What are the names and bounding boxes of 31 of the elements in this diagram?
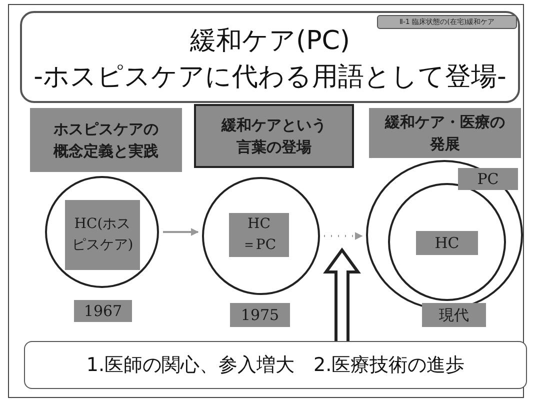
note-text: 1.医師の関心、参入増大 2.医療技術の進歩 xyxy=(86,353,465,378)
label-text: HC(ホスピスケア) xyxy=(70,215,134,255)
label-box xyxy=(229,213,289,257)
arrow xyxy=(324,232,363,240)
title-box xyxy=(20,11,520,103)
label-box xyxy=(65,200,140,270)
year-label: 1975 xyxy=(240,306,280,324)
label-text: 緩和ケアという言葉の登場 xyxy=(220,115,328,158)
year-label: 現代 xyxy=(439,306,469,324)
label-text: 緩和ケア・医療の発展 xyxy=(384,112,506,155)
year-box xyxy=(230,303,290,327)
year-label: 1967 xyxy=(84,302,122,320)
label-text: HC＝PC xyxy=(241,215,277,255)
circle xyxy=(202,177,320,295)
label-text: HC xyxy=(434,234,460,252)
heading-box xyxy=(30,108,182,172)
title: 緩和ケア(PC) xyxy=(190,25,350,58)
note-box xyxy=(24,341,527,389)
block-arrow xyxy=(323,247,361,342)
label-text: PC xyxy=(477,170,499,188)
label-text: ホスピスケアの概念定義と実践 xyxy=(52,119,160,162)
tag-label xyxy=(377,15,517,29)
heading-box xyxy=(194,104,354,168)
subtitle: -ホスピスケアに代わる用語として登場- xyxy=(34,61,506,94)
label-box xyxy=(458,168,518,190)
year-box xyxy=(74,300,132,322)
label-box xyxy=(416,231,478,255)
arrow xyxy=(163,228,199,236)
year-box xyxy=(422,303,486,327)
circle xyxy=(45,176,159,288)
heading-box xyxy=(369,108,521,158)
